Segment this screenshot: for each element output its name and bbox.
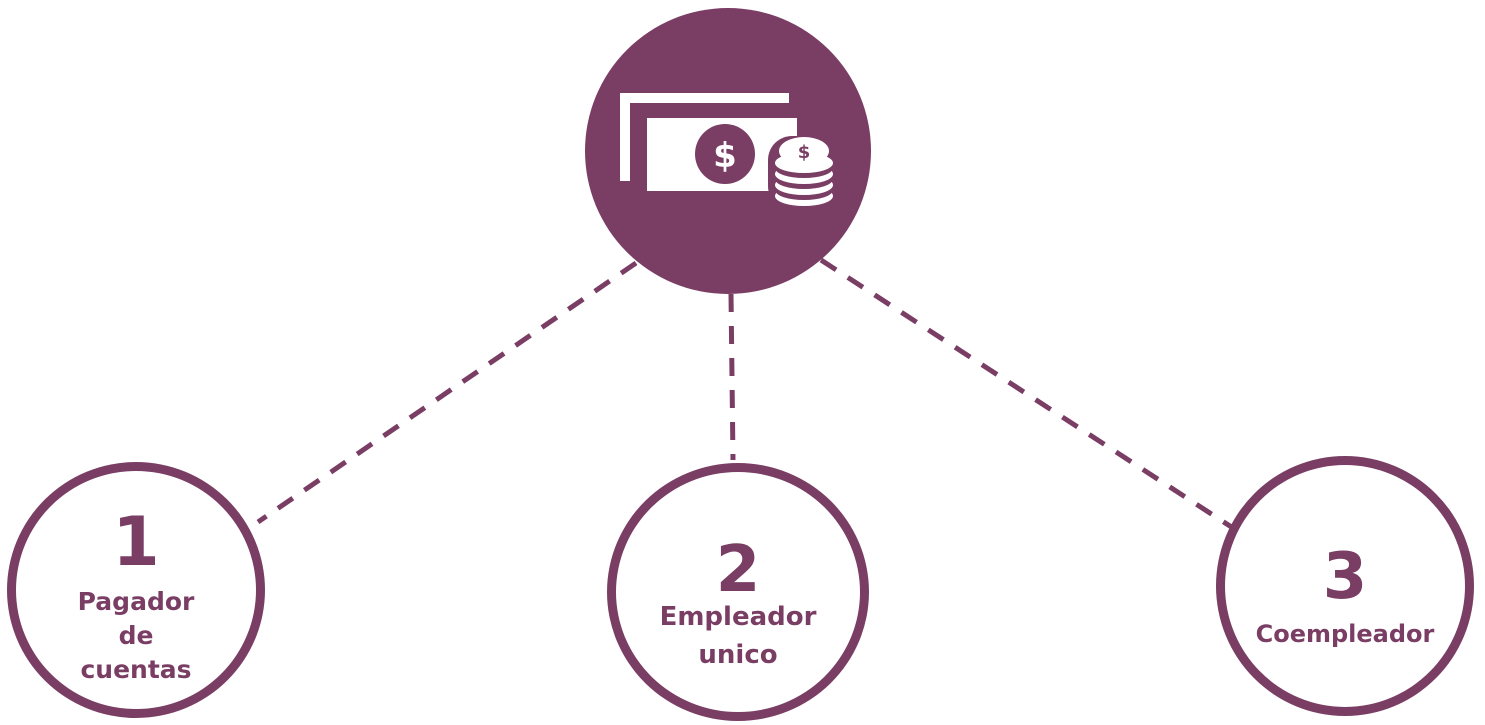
node-2-number: 2 xyxy=(715,533,761,607)
node-3: 3 Coempleador xyxy=(1216,456,1474,716)
connector-line-2 xyxy=(728,293,736,461)
hub-circle: $ $ xyxy=(585,8,871,294)
node-2-label: Empleador unico xyxy=(659,602,817,670)
svg-text:$: $ xyxy=(798,142,811,163)
node-1-label: Pagador de cuentas xyxy=(77,587,195,684)
money-cash-coins-icon: $ $ xyxy=(620,93,838,210)
connector-line-1 xyxy=(256,260,638,525)
node-1-number: 1 xyxy=(112,503,160,582)
connector-line-3 xyxy=(819,257,1238,533)
svg-text:$: $ xyxy=(713,136,737,176)
node-3-number: 3 xyxy=(1322,540,1368,614)
node-2: 2 Empleador unico xyxy=(607,463,869,721)
node-3-label: Coempleador xyxy=(1255,620,1435,648)
node-1: 1 Pagador de cuentas xyxy=(7,462,265,718)
